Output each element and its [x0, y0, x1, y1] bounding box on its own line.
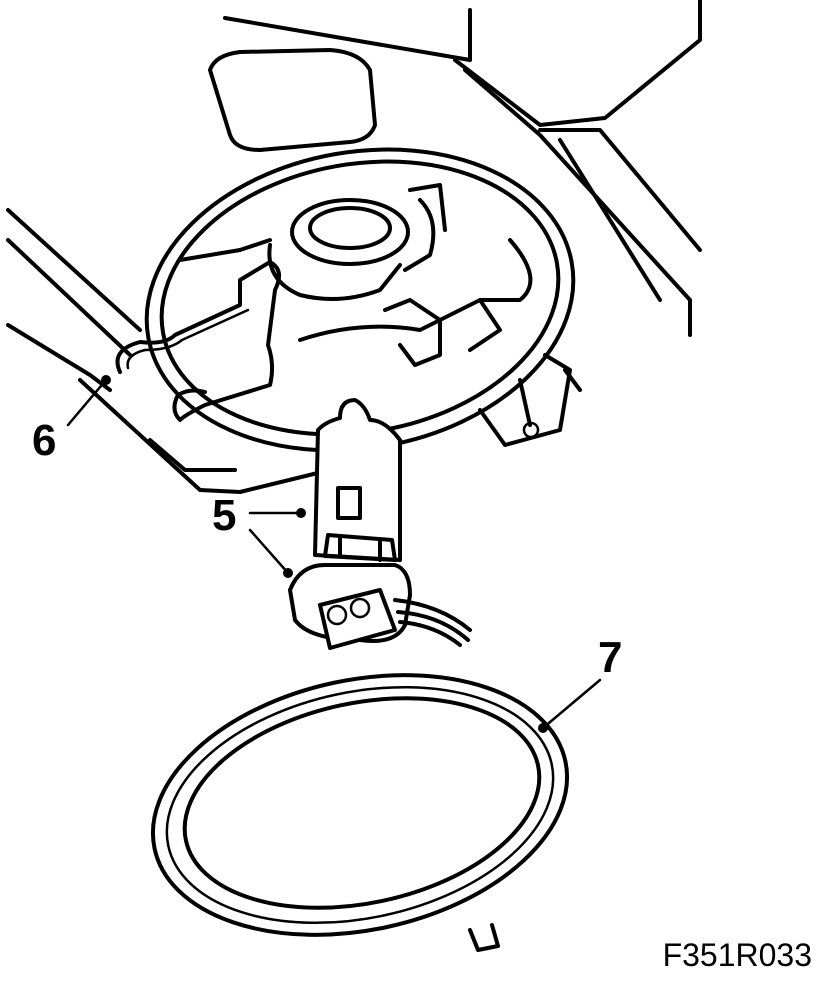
- headlamp-housing: [6, 0, 702, 494]
- callout-7: 7: [538, 633, 622, 733]
- callout-6: 6: [32, 375, 111, 465]
- callout-label-6: 6: [32, 416, 56, 465]
- callout-label-7: 7: [598, 633, 622, 682]
- gasket-ring: [150, 673, 570, 952]
- figure-code: F351R033: [662, 937, 812, 973]
- halogen-bulb: [288, 398, 472, 650]
- spring-clip: [115, 260, 281, 422]
- callout-5: 5: [212, 491, 306, 578]
- callout-label-5: 5: [212, 491, 236, 540]
